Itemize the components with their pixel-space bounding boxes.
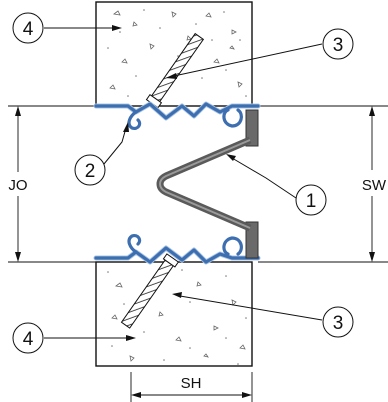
seal-retainer-top (245, 109, 259, 147)
callout-4-bottom: 4 (12, 322, 44, 354)
concrete-dots-bottom (107, 269, 247, 365)
dimension-label-jo: JO (8, 177, 27, 194)
concrete-dots-top (107, 9, 247, 97)
edge-rail-top (93, 101, 261, 130)
leader-lines (44, 25, 323, 341)
callout-label: 3 (333, 313, 344, 334)
concrete-block-top (95, 1, 253, 107)
callout-label: 2 (85, 161, 96, 182)
concrete-aggregate-bottom (111, 281, 246, 362)
callout-2: 2 (74, 154, 106, 186)
callout-label: 4 (23, 329, 34, 350)
concrete-aggregate-top (109, 10, 243, 90)
dimension-sw (258, 105, 388, 263)
elastomeric-seal (156, 136, 252, 232)
anchor-screw-bottom (120, 253, 180, 329)
callout-label: 3 (333, 35, 344, 56)
callout-label: 4 (23, 19, 34, 40)
dimension-label-sw: SW (362, 177, 387, 194)
callout-label: 1 (306, 191, 317, 212)
callout-3-bottom: 3 (322, 306, 354, 338)
callout-1: 1 (295, 184, 327, 216)
seal-highlight (159, 139, 251, 229)
dimension-sh (130, 372, 253, 402)
concrete-block-bottom (95, 261, 253, 367)
edge-rail-bottom (93, 234, 261, 265)
seal-retainer-bottom (245, 221, 259, 259)
callout-3-top: 3 (322, 28, 354, 60)
dimension-jo (8, 105, 96, 263)
dimension-label-sh: SH (181, 375, 202, 392)
callout-4-top: 4 (12, 12, 44, 44)
anchor-screw-top (145, 32, 205, 109)
